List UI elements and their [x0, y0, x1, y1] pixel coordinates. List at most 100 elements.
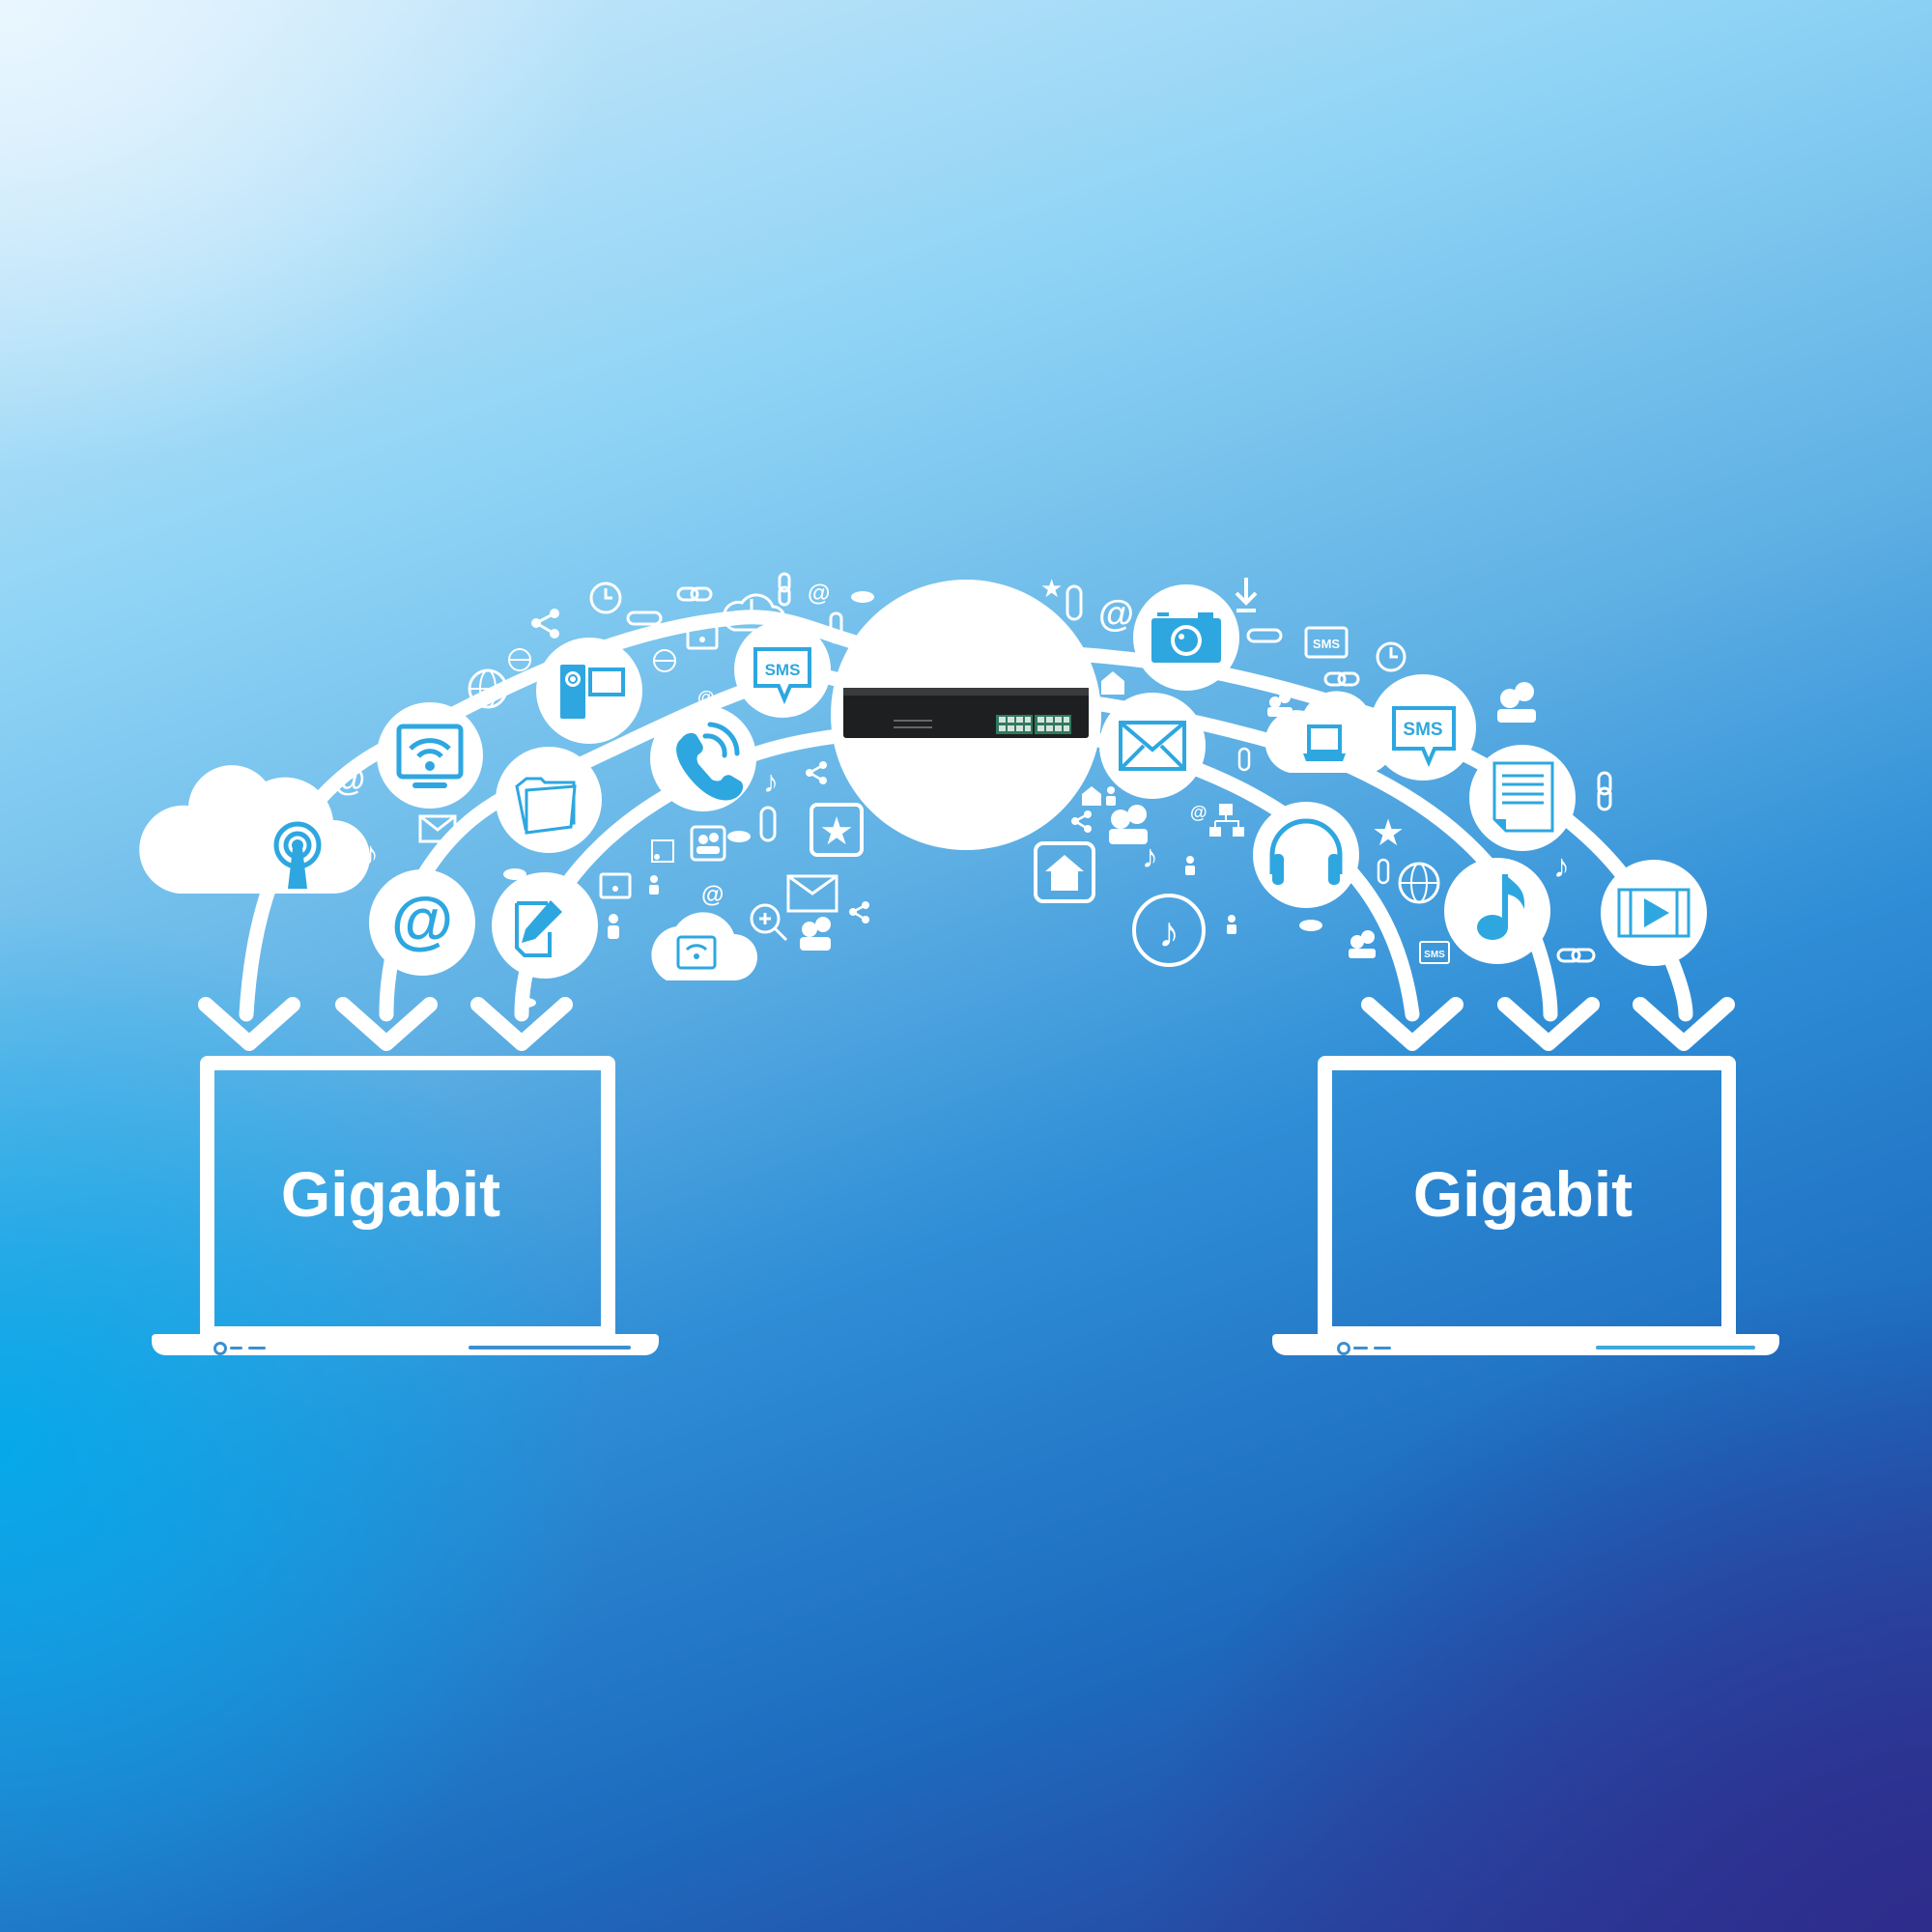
- at-sign-icon: @: [333, 761, 365, 798]
- note-edit-icon: [492, 872, 598, 979]
- paperclip-icon: [1377, 858, 1390, 885]
- video-play-icon: [1601, 860, 1707, 966]
- trackpad-line: [469, 1346, 631, 1350]
- cloud-antenna-icon: [139, 765, 370, 894]
- indicator-dash: [230, 1347, 242, 1350]
- users-icon: [1497, 682, 1536, 723]
- link-icon: [778, 572, 791, 607]
- globe-icon: [468, 668, 508, 709]
- phone-icon: [650, 705, 756, 811]
- at-sign-icon: @: [701, 882, 724, 908]
- user-icon: [608, 914, 619, 939]
- svg-text:SMS: SMS: [765, 661, 801, 679]
- indicator-dash: [248, 1347, 266, 1350]
- rss-icon: [651, 839, 674, 863]
- music-circle-icon: ♪: [1132, 894, 1206, 967]
- svg-text:♪: ♪: [1158, 909, 1179, 956]
- right-laptop: Gigabit: [1272, 1056, 1779, 1362]
- paperclip-icon: [829, 611, 843, 644]
- paperclip-icon: [1246, 628, 1283, 643]
- cloud-icon: [503, 868, 526, 880]
- download-cloud-icon: [722, 593, 786, 632]
- share-icon: [849, 901, 869, 923]
- network-switch-icon: [843, 688, 1089, 738]
- link-icon: [1556, 948, 1596, 963]
- users-icon: [1109, 805, 1148, 844]
- wifi-monitor-icon: [686, 621, 719, 650]
- power-led-icon: [1337, 1342, 1350, 1355]
- svg-text:SMS: SMS: [1403, 720, 1442, 740]
- svg-text:SMS: SMS: [1313, 637, 1341, 651]
- clock-icon: [589, 582, 622, 614]
- user-icon: [1106, 786, 1116, 806]
- globe-icon: [508, 648, 531, 671]
- user-icon: [1185, 856, 1195, 875]
- users-icon: [1267, 692, 1293, 717]
- left-laptop: Gigabit: [152, 1056, 659, 1362]
- folder-icon: [496, 747, 602, 853]
- svg-text:@: @: [391, 884, 453, 955]
- home-icon: [1082, 786, 1101, 806]
- zoom-in-icon: [750, 903, 788, 942]
- link-icon: [676, 586, 713, 602]
- music-note-icon: [1444, 858, 1550, 964]
- users-box-icon: [690, 825, 726, 862]
- link-icon: [1597, 771, 1612, 811]
- at-sign-icon: @: [697, 688, 715, 707]
- paperclip-icon: [1237, 747, 1251, 772]
- scattered-icons: @ ♪ @ @ ♪ ★ @ ★ @: [333, 572, 1612, 1008]
- at-sign-icon: @: [808, 581, 830, 607]
- wifi-monitor-icon: [377, 702, 483, 809]
- envelope-icon: [418, 814, 457, 843]
- users-icon: [800, 917, 831, 951]
- laptop-cloud-icon: [1264, 691, 1394, 773]
- download-icon: [1235, 578, 1258, 612]
- svg-text:SMS: SMS: [1424, 950, 1445, 960]
- cloud-icon: [517, 998, 536, 1008]
- sms-icon: SMS: [1419, 941, 1450, 964]
- indicator-dash: [1374, 1347, 1391, 1350]
- cloud-icon: [727, 831, 751, 842]
- clock-icon: [1376, 641, 1406, 672]
- link-icon: [1323, 671, 1360, 687]
- star-icon: ★: [1372, 813, 1405, 854]
- music-note-icon: ♪: [362, 836, 379, 872]
- star-icon: ★: [1040, 574, 1063, 603]
- wifi-monitor-icon: [599, 872, 632, 899]
- headphones-icon: [1253, 802, 1359, 908]
- trackpad-line: [1596, 1346, 1755, 1350]
- at-sign-icon: @: [1098, 594, 1134, 635]
- sitemap-icon: [1209, 804, 1244, 837]
- wifi-cloud-icon: [651, 912, 757, 980]
- svg-text:★: ★: [819, 810, 854, 853]
- music-note-icon: ♪: [1142, 838, 1158, 875]
- paperclip-icon: [1065, 584, 1083, 621]
- laptop-screen-label: Gigabit: [1412, 1158, 1634, 1230]
- at-sign-icon: @: [369, 869, 475, 976]
- cloud-icon: [1299, 920, 1322, 931]
- sms-bubble-icon: SMS: [734, 621, 831, 718]
- paperclip-icon: [759, 806, 777, 842]
- share-icon: [531, 609, 559, 639]
- sms-bubble-icon: SMS: [1370, 674, 1476, 781]
- user-icon: [649, 875, 659, 895]
- at-sign-icon: @: [1190, 803, 1208, 822]
- envelope-icon: [1099, 693, 1206, 799]
- camera-icon: [1133, 584, 1239, 691]
- cloud-icon: [851, 591, 874, 603]
- home-icon: [1101, 671, 1124, 695]
- home-box-icon: [1034, 841, 1095, 903]
- music-note-icon: ♪: [763, 764, 779, 799]
- envelope-icon: [786, 874, 838, 913]
- document-icon: [1469, 745, 1576, 851]
- arrowheads: [206, 1005, 1727, 1043]
- share-icon: [806, 761, 827, 784]
- users-icon: [1349, 930, 1376, 958]
- sms-icon: SMS: [1304, 626, 1349, 659]
- globe-icon: [1398, 862, 1440, 904]
- star-box-icon: ★: [810, 803, 864, 857]
- share-icon: [1071, 810, 1092, 833]
- laptop-base: [1272, 1334, 1779, 1355]
